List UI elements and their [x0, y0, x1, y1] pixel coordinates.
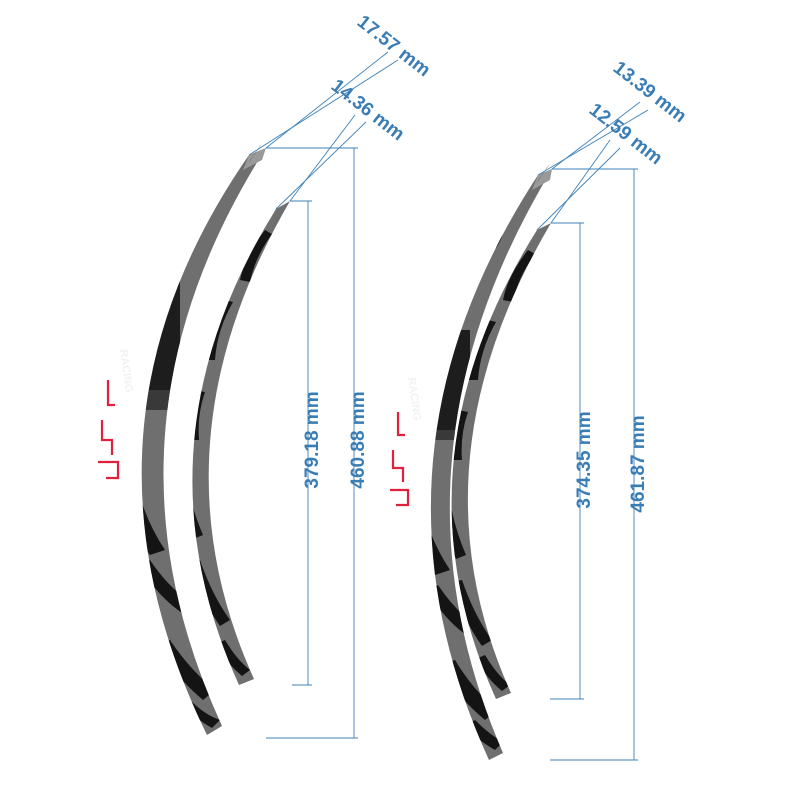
decal-set-right: —— —— —— RACING: [390, 57, 690, 761]
dimension-label-outer-length-right: 461.87 mm: [628, 415, 649, 512]
dimension-lines-left: [248, 51, 399, 739]
accent-logo-left: [98, 380, 120, 480]
dimension-label-inner-width-left: 14.36 mm: [327, 75, 408, 145]
accent-logo-right: [390, 412, 410, 507]
dimension-label-outer-length-left: 460.88 mm: [348, 391, 369, 488]
brand-text-left-outer: RACING: [117, 349, 135, 394]
label-patch: [532, 169, 552, 190]
label-patch: [243, 148, 266, 170]
dimension-label-outer-width-left: 17.57 mm: [353, 11, 434, 81]
brand-text-right-outer: RACING: [405, 377, 423, 422]
dimension-lines-right: [536, 101, 649, 761]
dimension-label-inner-length-left: 379.18 mm: [302, 391, 323, 488]
dimension-label-inner-length-right: 374.35 mm: [574, 411, 595, 508]
decal-set-left: —— —— —— RACING: [98, 11, 434, 739]
